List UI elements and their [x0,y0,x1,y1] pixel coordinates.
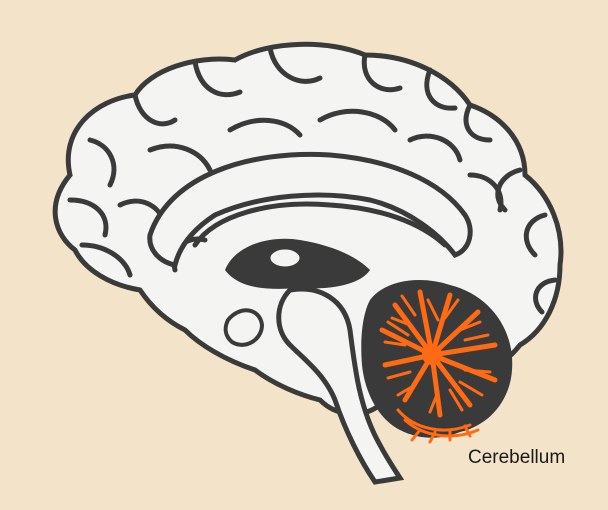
thalamus-inner [269,248,301,268]
cerebellum-label: Cerebellum [468,447,565,469]
pituitary [226,310,262,345]
